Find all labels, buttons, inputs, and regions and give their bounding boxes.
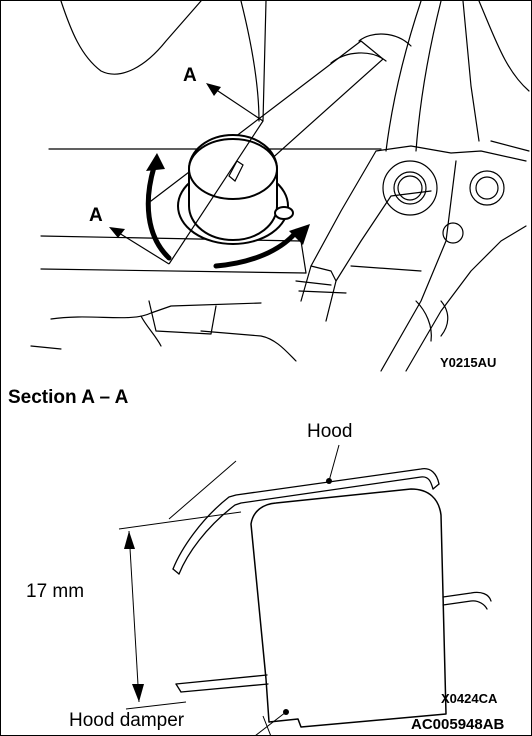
section-arrow-label-upper: A bbox=[183, 65, 197, 86]
hood-damper-label: Hood damper bbox=[69, 710, 185, 731]
section-figure-code: X0424CA bbox=[441, 691, 498, 706]
section-a-a-drawing: Section A – A bbox=[8, 387, 505, 735]
section-title: Section A – A bbox=[8, 387, 129, 408]
top-figure-code: Y0215AU bbox=[440, 355, 496, 370]
dimension-label: 17 mm bbox=[26, 581, 84, 602]
hood-label: Hood bbox=[307, 421, 352, 442]
hood-damper-location-drawing: A A Y0215AU bbox=[30, 1, 530, 372]
page-code: AC005948AB bbox=[411, 716, 505, 733]
section-arrow-label-lower: A bbox=[89, 205, 103, 226]
